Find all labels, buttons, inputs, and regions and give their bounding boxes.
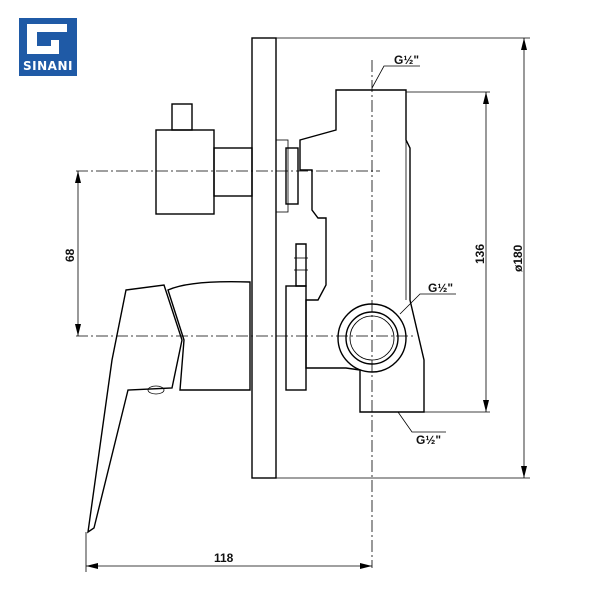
handle-body <box>167 280 251 391</box>
leader-bottom <box>397 411 446 433</box>
label-dim-118: 118 <box>214 551 234 565</box>
label-dim-68: 68 <box>63 248 77 262</box>
diverter-pin <box>171 103 193 131</box>
sinani-logo: SINANI <box>19 18 77 76</box>
wall-plate <box>251 37 277 479</box>
clip <box>295 243 307 287</box>
diverter-spindle <box>213 147 253 197</box>
leader-mid <box>399 293 456 315</box>
arrow-diameter-top <box>521 38 527 50</box>
handle-screw <box>147 385 165 395</box>
logo-mark-icon <box>27 24 67 54</box>
leader-top <box>371 65 420 89</box>
valve-body <box>299 89 425 413</box>
diverter-nut <box>275 139 289 213</box>
label-dim-136: 136 <box>473 244 487 264</box>
lever-handle <box>87 284 183 534</box>
label-thread-bottom: G½" <box>416 433 441 447</box>
mixer-flange <box>285 285 307 391</box>
label-thread-mid: G½" <box>428 281 453 295</box>
arrow-diameter-bottom <box>521 466 527 478</box>
label-thread-top: G½" <box>394 53 419 67</box>
label-dim-diameter: ø180 <box>511 244 525 272</box>
diverter-stem <box>285 147 299 205</box>
diverter-knob <box>155 129 215 215</box>
brand-name: SINANI <box>23 59 73 73</box>
